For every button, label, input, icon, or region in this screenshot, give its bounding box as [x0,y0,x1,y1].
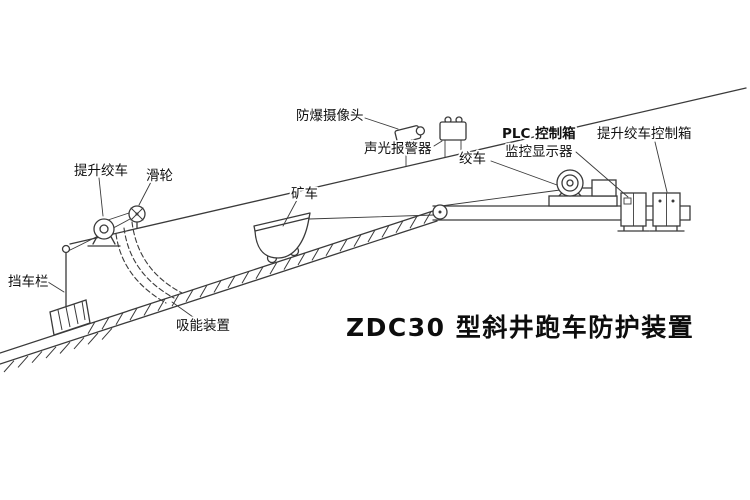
label-camera: 防爆摄像头 [296,108,364,124]
plc-cabinet-icon [617,192,650,232]
crest-roller-icon [432,204,448,220]
alarm-icon [439,116,467,158]
leader-barrier [47,281,65,293]
label-energy-absorber: 吸能装置 [176,318,230,334]
slope-hatching [87,211,432,335]
winch-icon [548,169,618,207]
monitor-screen-icon [623,197,632,205]
label-hoist-winch: 提升绞车 [74,162,128,179]
barrier-icon [49,244,91,336]
label-hoist-winch-box: 提升绞车控制箱 [597,125,692,142]
label-barrier: 挡车栏 [8,273,49,290]
energy-absorber-net [115,221,183,304]
pulley-icon [128,205,146,229]
platform-beam [432,205,691,221]
label-mine-car: 矿车 [291,185,318,202]
hoist-rope-line [69,87,747,245]
mine-car-icon [253,212,311,264]
hoist-control-cabinet-icon [649,192,685,232]
leader-alarm [433,140,443,147]
hoist-winch-icon [87,211,133,247]
leader-winch [490,160,558,186]
leader-pulley [138,181,152,206]
label-plc-box: PLC 控制箱 [502,125,576,142]
lower-bank-hatching [3,327,113,373]
leader-plc-monitor [575,151,629,198]
label-monitor: 监控显示器 [505,144,573,160]
leader-camera [364,117,399,130]
leader-hoist-winch [98,177,104,217]
leader-hoist-cabinet [654,141,668,193]
leader-energy-absorber [171,301,194,318]
leader-mine-car [282,199,298,227]
winch-rope [308,189,561,220]
camera-icon [394,125,426,167]
label-alarm: 声光报警器 [364,141,432,157]
diagram-title: ZDC30 型斜井跑车防护装置 [346,313,694,342]
label-winch: 绞车 [459,150,486,167]
label-pulley: 滑轮 [146,168,173,184]
